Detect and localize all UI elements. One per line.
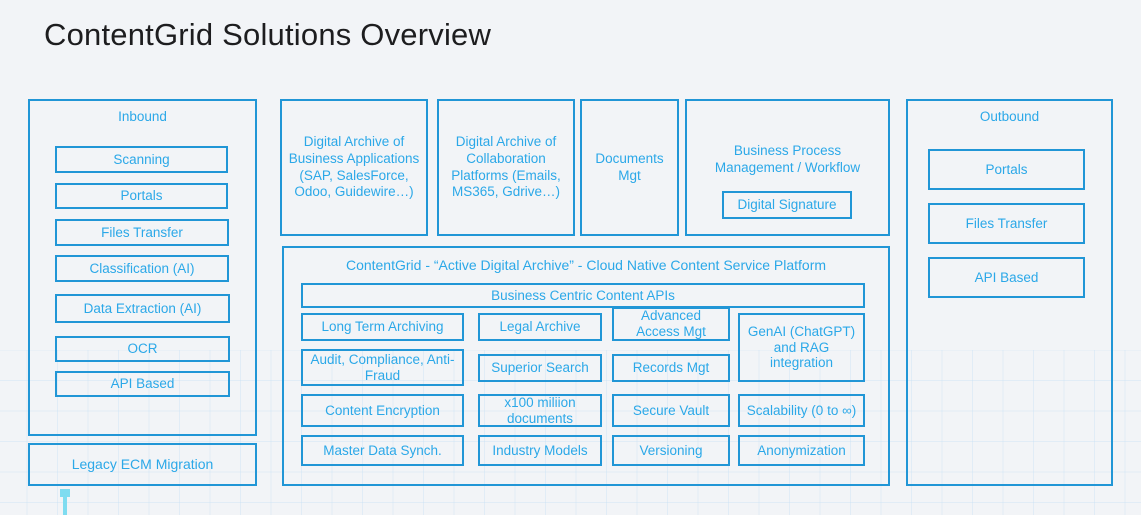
outbound-item-portals[interactable]: Portals <box>928 149 1085 190</box>
inbound-item-classification[interactable]: Classification (AI) <box>55 255 229 282</box>
feature-long-term-archiving[interactable]: Long Term Archiving <box>301 313 464 341</box>
connector-line <box>63 493 67 515</box>
top-box-documents-mgt[interactable]: Documents Mgt <box>580 99 679 236</box>
feature-versioning[interactable]: Versioning <box>612 435 730 466</box>
inbound-title: Inbound <box>118 109 167 124</box>
feature-legal-archive[interactable]: Legal Archive <box>478 313 602 341</box>
feature-genai-rag-integration[interactable]: GenAI (ChatGPT) and RAG integration <box>738 313 865 382</box>
feature-records-mgt[interactable]: Records Mgt <box>612 354 730 382</box>
top-box-collaboration-platforms[interactable]: Digital Archive of Collaboration Platfor… <box>437 99 575 236</box>
inbound-item-data-extraction[interactable]: Data Extraction (AI) <box>55 294 230 323</box>
outbound-item-files-transfer[interactable]: Files Transfer <box>928 203 1085 244</box>
page-title: ContentGrid Solutions Overview <box>44 17 492 52</box>
inbound-item-files-transfer[interactable]: Files Transfer <box>55 219 229 246</box>
outbound-item-api-based[interactable]: API Based <box>928 257 1085 298</box>
bpm-digital-signature-chip[interactable]: Digital Signature <box>722 191 852 219</box>
feature-audit-compliance-anti-fraud[interactable]: Audit, Compliance, Anti-Fraud <box>301 349 464 386</box>
outbound-title: Outbound <box>979 109 1040 124</box>
feature-secure-vault[interactable]: Secure Vault <box>612 394 730 427</box>
inbound-item-api-based[interactable]: API Based <box>55 371 230 397</box>
feature-superior-search[interactable]: Superior Search <box>478 354 602 382</box>
feature-advanced-access-mgt[interactable]: Advanced Access Mgt <box>612 307 730 341</box>
feature-industry-models[interactable]: Industry Models <box>478 435 602 466</box>
business-centric-content-apis-bar[interactable]: Business Centric Content APIs <box>301 283 865 308</box>
inbound-item-portals[interactable]: Portals <box>55 183 228 209</box>
feature-scalability[interactable]: Scalability (0 to ∞) <box>738 394 865 427</box>
legacy-ecm-migration-box[interactable]: Legacy ECM Migration <box>28 443 257 486</box>
platform-header: ContentGrid - “Active Digital Archive” -… <box>345 257 827 273</box>
bpm-title: Business Process Management / Workflow <box>714 143 861 175</box>
top-box-business-applications[interactable]: Digital Archive of Business Applications… <box>280 99 428 236</box>
inbound-item-scanning[interactable]: Scanning <box>55 146 228 173</box>
feature-master-data-synch[interactable]: Master Data Synch. <box>301 435 464 466</box>
feature-anonymization[interactable]: Anonymization <box>738 435 865 466</box>
inbound-item-ocr[interactable]: OCR <box>55 336 230 362</box>
feature-x100-million-documents[interactable]: x100 miliion documents <box>478 394 602 427</box>
feature-content-encryption[interactable]: Content Encryption <box>301 394 464 427</box>
